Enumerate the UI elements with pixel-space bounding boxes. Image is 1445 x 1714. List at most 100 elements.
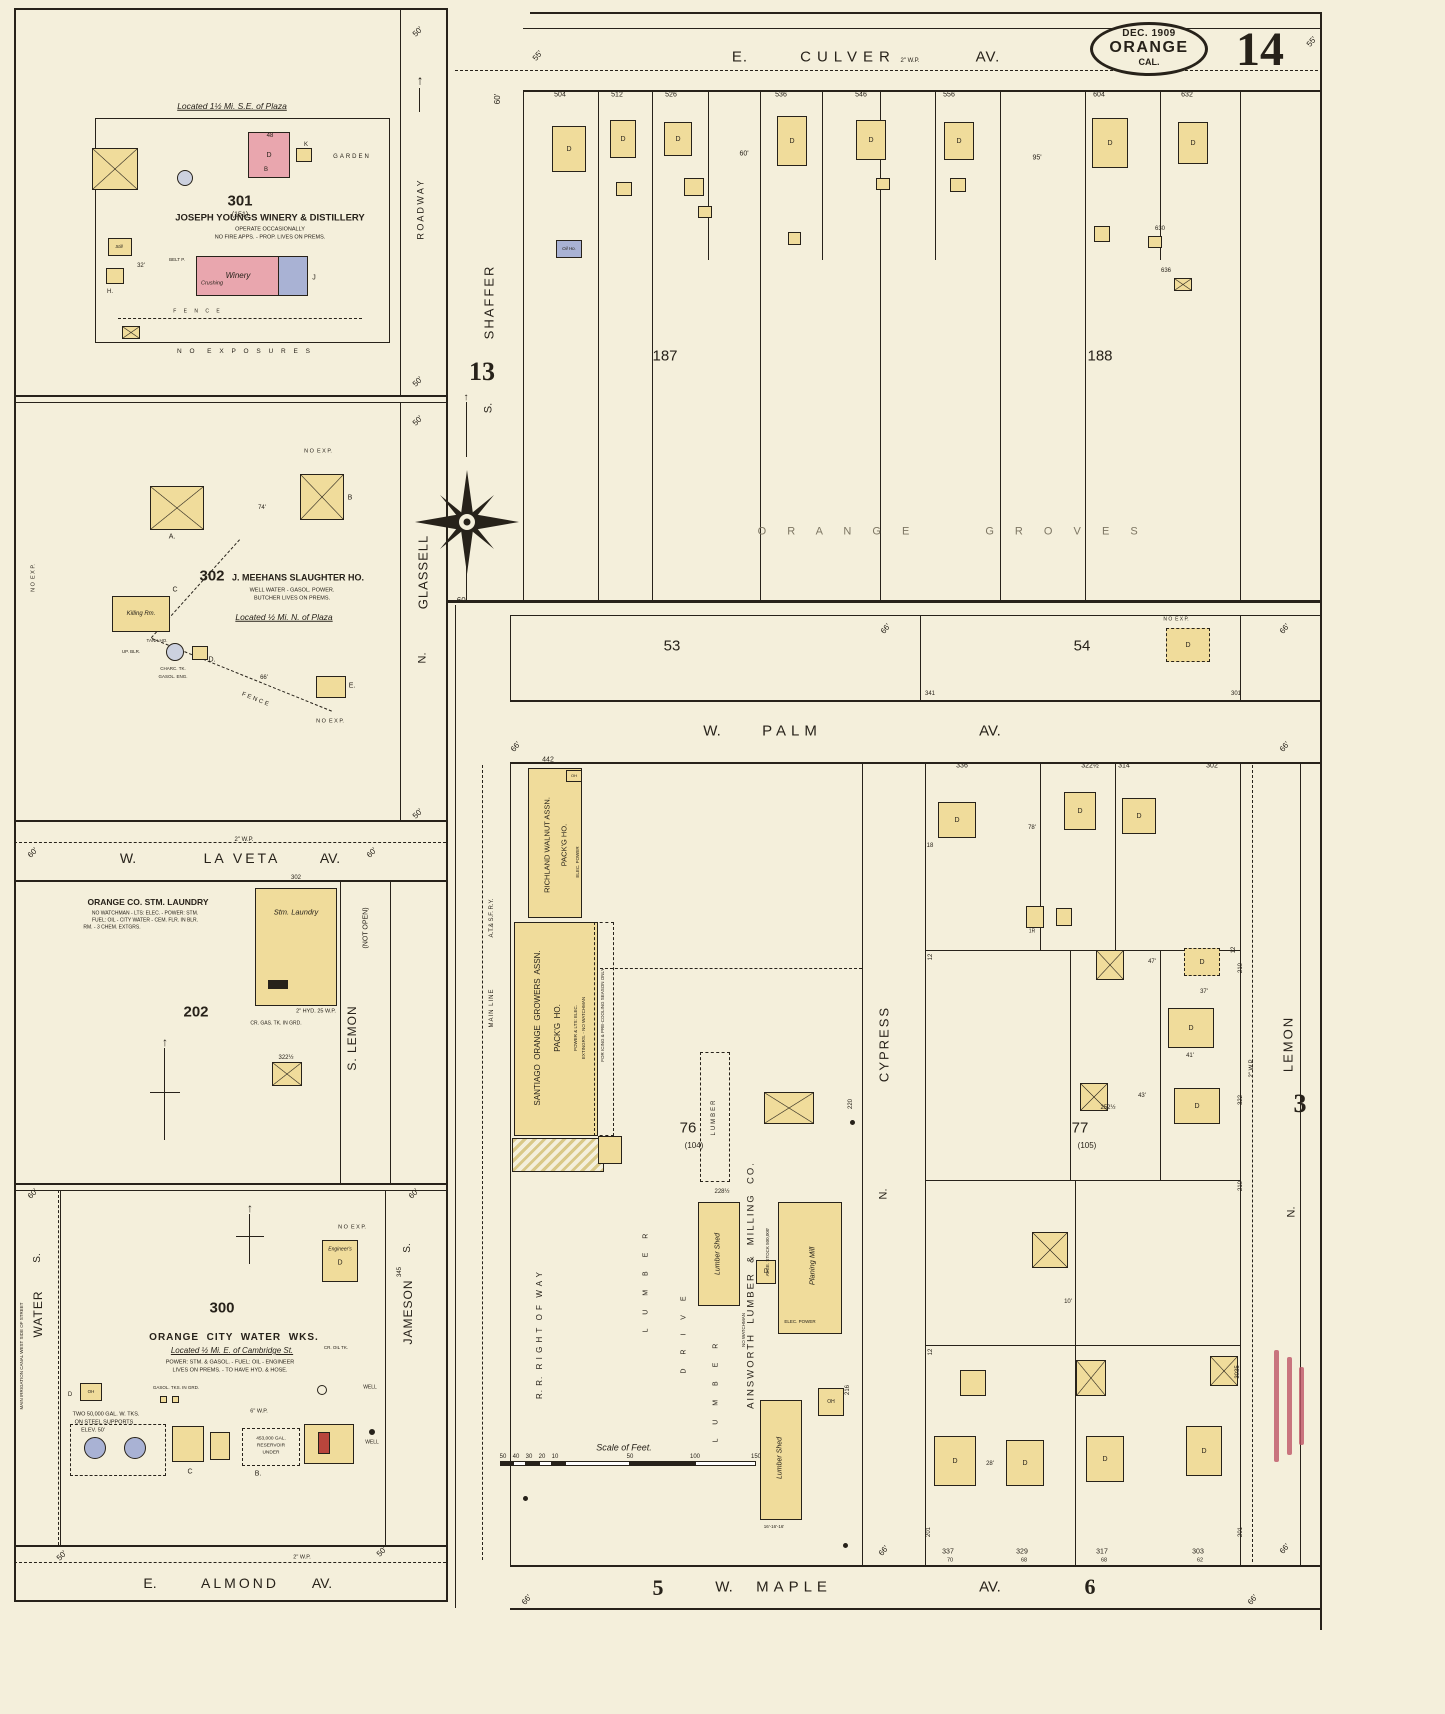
map-label: ELEV. 50' xyxy=(81,1427,105,1434)
map-label: 66' xyxy=(1277,621,1292,636)
outbuilding xyxy=(1056,908,1072,926)
map-label: 66' xyxy=(1245,1592,1260,1607)
tank-house xyxy=(192,646,208,660)
map-line xyxy=(1075,1345,1076,1565)
map-label: 16'-16'-16' xyxy=(763,1523,785,1529)
map-dashed-line xyxy=(14,842,446,843)
map-label: 68 xyxy=(1100,1557,1108,1564)
map-label: S. xyxy=(402,1243,413,1253)
map-label: CULVER xyxy=(800,48,896,66)
map-label: 2" HYD. 25 W.P. xyxy=(296,1008,336,1015)
map-label: CR. OIL TK. xyxy=(323,1344,349,1350)
map-line xyxy=(523,90,1322,92)
dwelling: D xyxy=(1086,1436,1124,1482)
map-label: S. xyxy=(482,402,495,414)
map-line xyxy=(523,90,524,600)
map-label: 329 xyxy=(1016,1548,1028,1556)
map-label: 95' xyxy=(1032,154,1042,162)
map-label: 556 xyxy=(943,91,955,99)
map-label: 453,000 GAL. xyxy=(256,1436,286,1442)
dwelling: D xyxy=(1174,1088,1220,1124)
map-line xyxy=(822,90,823,260)
packing-house-annex xyxy=(594,922,614,1136)
dwelling: D xyxy=(248,132,290,178)
map-label: 50' xyxy=(410,806,425,821)
map-line xyxy=(385,1190,386,1545)
map-label: ALMOND xyxy=(201,1575,279,1591)
map-label: H. xyxy=(107,289,113,295)
map-label: 70 xyxy=(946,1557,954,1564)
map-line xyxy=(14,820,448,822)
map-label: 322½ xyxy=(278,1055,294,1061)
map-label: Located ½ Mi. N. of Plaza xyxy=(235,611,333,622)
map-line xyxy=(14,402,448,403)
map-line xyxy=(510,1565,1322,1567)
scale-bar-segment xyxy=(552,1461,565,1466)
map-label: 512 xyxy=(611,91,623,99)
map-label: ORANGE CO. STM. LAUNDRY xyxy=(87,896,209,907)
dwelling: D xyxy=(756,1260,776,1284)
map-label: W. xyxy=(703,722,721,740)
hydrant-dot xyxy=(849,1119,855,1125)
barn xyxy=(150,486,204,530)
map-line xyxy=(862,762,863,1565)
map-line xyxy=(95,118,390,119)
map-label: 322 xyxy=(1238,1094,1244,1106)
map-label: TANK HO. xyxy=(146,637,168,643)
map-label: WELL xyxy=(363,1384,377,1391)
map-label: Lumber Shed xyxy=(714,1232,722,1276)
map-line xyxy=(925,1180,1240,1181)
map-label: 3035 xyxy=(1235,1365,1241,1379)
map-label: 32' xyxy=(137,263,145,269)
map-label: D xyxy=(67,1392,73,1398)
map-label: B xyxy=(347,494,353,502)
map-label: 50' xyxy=(410,24,425,39)
map-label: WELL xyxy=(365,1439,379,1446)
map-label: PACK'G HO. xyxy=(553,1004,562,1052)
map-label: EXTINGRS. - NO WATCHMAN xyxy=(580,996,586,1060)
map-city-name: ORANGE xyxy=(1109,39,1189,56)
outbuilding xyxy=(296,148,312,162)
map-label: 201 xyxy=(926,1526,932,1538)
map-label: 41' xyxy=(1186,1053,1194,1059)
map-label: JOSEPH YOUNGS WINERY & DISTILLERY xyxy=(175,212,365,224)
map-label: N O E X P. xyxy=(1163,616,1189,623)
map-label: 337 xyxy=(942,1548,954,1556)
windmill xyxy=(1076,1360,1106,1396)
map-label: 3 xyxy=(1293,1089,1307,1118)
map-label: 1R xyxy=(1028,928,1036,935)
barn xyxy=(300,474,344,520)
outbuilding xyxy=(960,1370,986,1396)
map-label: ELEC. POWER xyxy=(784,1318,816,1324)
map-line xyxy=(1240,762,1241,1565)
steel-water-tank xyxy=(124,1437,146,1459)
map-label: F E N C E xyxy=(173,308,223,315)
map-label: FUEL: OIL - CITY WATER - CEM. FLR. IN BL… xyxy=(91,917,199,924)
map-label: AV. xyxy=(979,1578,1001,1596)
map-label: 40 xyxy=(512,1454,520,1460)
map-dashed-line xyxy=(455,70,1318,71)
map-line xyxy=(466,562,467,600)
still-house xyxy=(108,238,132,256)
map-label: Located ½ Mi. E. of Cambridge St. xyxy=(170,1346,294,1355)
map-label: 300 xyxy=(209,1299,235,1317)
map-label: 604 xyxy=(1093,91,1105,99)
gasoline-tank xyxy=(160,1396,167,1403)
windmill xyxy=(1096,950,1124,980)
map-label: 66' xyxy=(260,675,268,681)
map-label: 13 xyxy=(469,357,495,386)
map-label: OPERATE OCCASIONALLY xyxy=(235,226,305,233)
map-line xyxy=(466,402,467,457)
map-label: CYPRESS xyxy=(876,1005,892,1083)
map-label: UNDER xyxy=(262,1450,280,1456)
map-label: MAPLE xyxy=(756,1578,832,1596)
map-label: (NOT OPEN) xyxy=(362,907,370,949)
map-label: 74' xyxy=(258,505,266,511)
map-label: (104) xyxy=(684,1141,704,1150)
map-dashed-line xyxy=(600,968,862,969)
map-label: LUMBER xyxy=(711,1098,717,1136)
dwelling: D xyxy=(1184,948,1220,976)
map-label: E. xyxy=(731,48,749,66)
map-label: E. xyxy=(348,682,356,690)
scale-bar-segment xyxy=(565,1461,630,1466)
